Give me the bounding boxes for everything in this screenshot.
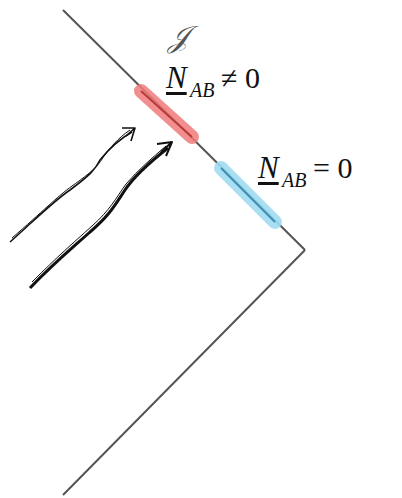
arrowhead xyxy=(122,128,135,141)
wave-arrow-edge xyxy=(12,130,130,238)
wave-arrow xyxy=(30,148,168,288)
news-symbol: N xyxy=(258,152,279,183)
news-symbol: N xyxy=(166,62,187,93)
index-subscript: AB xyxy=(282,170,306,190)
value-text: = 0 xyxy=(313,153,352,183)
wave-arrow-edge xyxy=(32,146,166,282)
past-boundary-line xyxy=(63,250,305,495)
null-infinity-line xyxy=(63,10,305,250)
scri-label: 𝒥 xyxy=(168,22,189,52)
radiating-region xyxy=(141,91,192,137)
arrowhead xyxy=(157,142,172,156)
radiating-region-core xyxy=(141,91,192,137)
index-subscript: AB xyxy=(190,80,214,100)
value-text: ≠ 0 xyxy=(221,63,260,93)
